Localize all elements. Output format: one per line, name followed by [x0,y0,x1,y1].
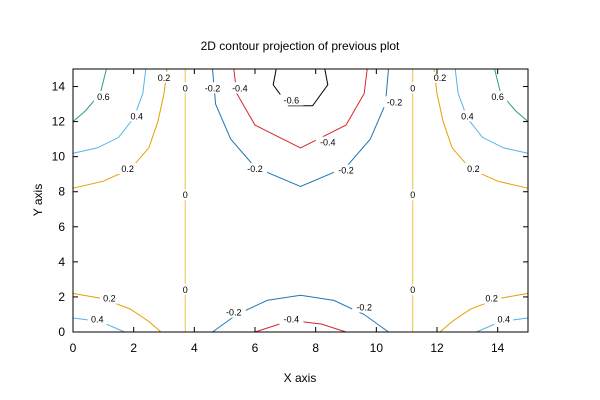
contour-label-background [334,164,358,176]
chart-title: 2D contour projection of previous plot [201,39,400,53]
contour-label: 0 [410,285,415,295]
contour-label: 0 [183,285,188,295]
contour-label-background [279,313,304,325]
contour-label: -0.4 [320,138,336,148]
contour-line-level-neg0p6 [272,68,329,107]
contour-label: 0.4 [130,111,143,121]
contour-line-level-0p2 [72,68,168,189]
contour-label-background [99,292,119,304]
contour-label: -0.2 [247,164,263,174]
contour-label: 0.4 [461,111,474,121]
contour-label: -0.2 [205,83,221,93]
contour-label-background [180,283,190,295]
contour-label-background [430,71,450,83]
y-tick-label: 0 [58,325,65,339]
contour-label: 0.6 [491,92,504,102]
y-tick-label: 10 [52,150,66,164]
x-axis: 0 2 4 6 8 10 12 14 [70,69,505,355]
contour-label-background [463,162,483,174]
contour-label-background [482,292,502,304]
y-tick-label: 14 [52,80,66,94]
y-axis-label: Y axis [31,184,45,216]
y-tick-label: 4 [58,255,65,269]
contour-label: 0.2 [434,73,447,83]
y-tick-label: 12 [52,115,66,129]
contour-line-level-neg0p4 [233,68,368,149]
contour-label-background [279,94,304,106]
contour-label: 0.4 [91,315,104,325]
contour-label: -0.4 [232,83,248,93]
contour-line-level-0p2 [72,292,162,333]
contour-label-background [154,71,174,83]
x-tick-label: 8 [312,341,319,355]
contour-line-level-neg0p2 [212,68,389,188]
contour-label-background [200,82,225,94]
x-tick-label: 12 [430,341,444,355]
contour-label: 0.4 [497,315,510,325]
contour-label-background [408,189,418,201]
x-tick-label: 2 [130,341,137,355]
contour-labels: 0.6 0.4 0.2 0.2 0 0 0 -0.2 -0.4 -0.6 -0.4 -0.2 -0.2 -… [87,71,514,325]
contour-label-background [315,136,340,148]
x-tick-label: 14 [491,341,505,355]
contour-label: 0.2 [485,294,498,304]
x-tick-label: 4 [191,341,198,355]
contour-label: 0 [183,83,188,93]
contour-label-background [382,96,407,108]
contour-label: 0.6 [97,92,110,102]
contour-label: 0.2 [467,164,480,174]
contour-label-background [408,82,418,94]
contour-label: 0.2 [121,164,134,174]
contour-label: 0.2 [158,73,171,83]
x-axis-label: X axis [284,371,317,385]
plot-frame [72,68,529,333]
contour-label-background [227,82,252,94]
x-tick-label: 6 [252,341,259,355]
contour-label: 0 [410,83,415,93]
contour-label: -0.2 [356,302,372,312]
contour-label-background [87,313,107,325]
contour-label-background [180,82,190,94]
contour-label-background [488,91,508,103]
contour-label: -0.2 [387,97,403,107]
contour-label: 0 [183,190,188,200]
contour-label: 0 [410,190,415,200]
contour-line-level-0p4 [72,68,147,154]
contour-label-background [243,162,267,174]
y-tick-label: 6 [58,220,65,234]
contour-label-background [352,301,377,313]
contour-label-background [494,313,514,325]
contour-line-level-0p4 [454,68,529,154]
contour-label: -0.4 [284,315,300,325]
contour-label: -0.2 [226,308,242,318]
contour-label-background [93,91,113,103]
contour-line-level-0p2 [439,292,529,333]
x-tick-label: 10 [370,341,384,355]
contour-label-background [457,110,477,122]
contour-label-background [118,162,138,174]
contour-line-level-0p6 [72,68,107,122]
contour-label-background [221,306,246,318]
x-tick-label: 0 [70,341,77,355]
contour-label-background [180,189,190,201]
y-axis: 0 2 4 6 8 10 12 14 [52,80,528,339]
contour-label: 0.2 [103,294,116,304]
y-tick-label: 2 [58,290,65,304]
contour-label: -0.6 [284,96,300,106]
contour-line-level-0p6 [494,68,529,122]
contour-label: -0.2 [338,166,354,176]
contour-label-background [127,110,147,122]
contour-label-background [408,283,418,295]
contour-line-level-0p2 [433,68,529,189]
y-tick-label: 8 [58,185,65,199]
